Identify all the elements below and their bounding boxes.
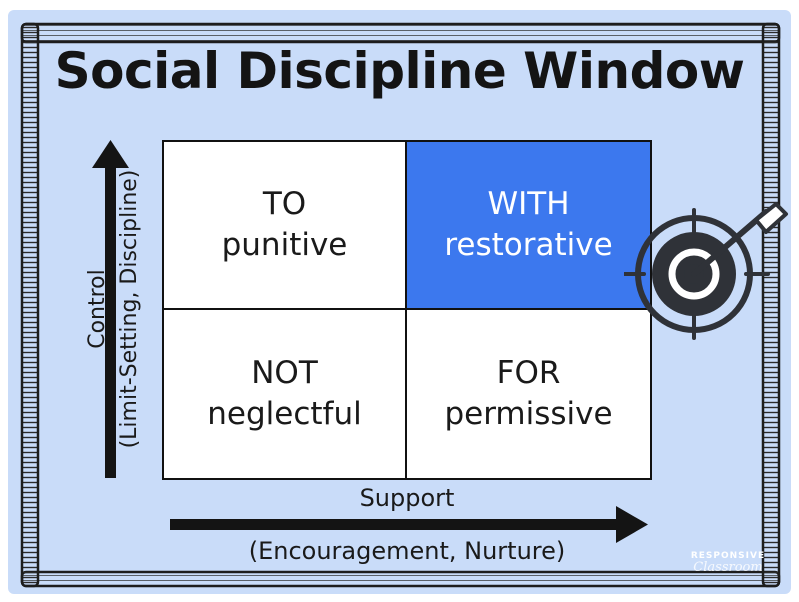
- quadrant-bottom-right-line2: permissive: [444, 396, 613, 432]
- quadrant-bottom-left-line1: NOT: [251, 355, 318, 392]
- target-with-arrow-icon: [624, 202, 788, 340]
- page-title: Social Discipline Window: [54, 42, 745, 100]
- y-axis-label: Control: [85, 269, 110, 349]
- x-axis-label: Support: [359, 484, 455, 512]
- quadrant-top-left: TO punitive: [164, 142, 407, 310]
- vertical-arrow: [92, 140, 129, 478]
- watermark-bottom: Classroom: [693, 560, 763, 575]
- quadrant-top-left-line1: TO: [262, 186, 307, 223]
- quadrant-bottom-left-line2: neglectful: [207, 396, 362, 432]
- watermark: RESPONSIVE Classroom: [676, 551, 780, 579]
- quadrant-bottom-right-line1: FOR: [496, 355, 561, 392]
- quadrant-top-left-line2: punitive: [221, 227, 348, 263]
- y-axis-sublabel: (Limit-Setting, Discipline): [116, 169, 142, 449]
- horizontal-arrow: [170, 506, 648, 543]
- quadrant-top-right: WITH restorative: [407, 142, 650, 310]
- quadrant-top-right-line1: WITH: [487, 186, 570, 223]
- watermark-top: RESPONSIVE: [690, 551, 766, 561]
- quadrant-top-right-line2: restorative: [444, 227, 613, 263]
- discipline-grid: TO punitive WITH restorative NOT neglect…: [162, 140, 652, 480]
- y-axis-label-group: Control (Limit-Setting, Discipline): [82, 149, 146, 469]
- quadrant-bottom-right: FOR permissive: [407, 310, 650, 478]
- quadrant-bottom-left: NOT neglectful: [164, 310, 407, 478]
- x-axis-sublabel: (Encouragement, Nurture): [248, 537, 566, 565]
